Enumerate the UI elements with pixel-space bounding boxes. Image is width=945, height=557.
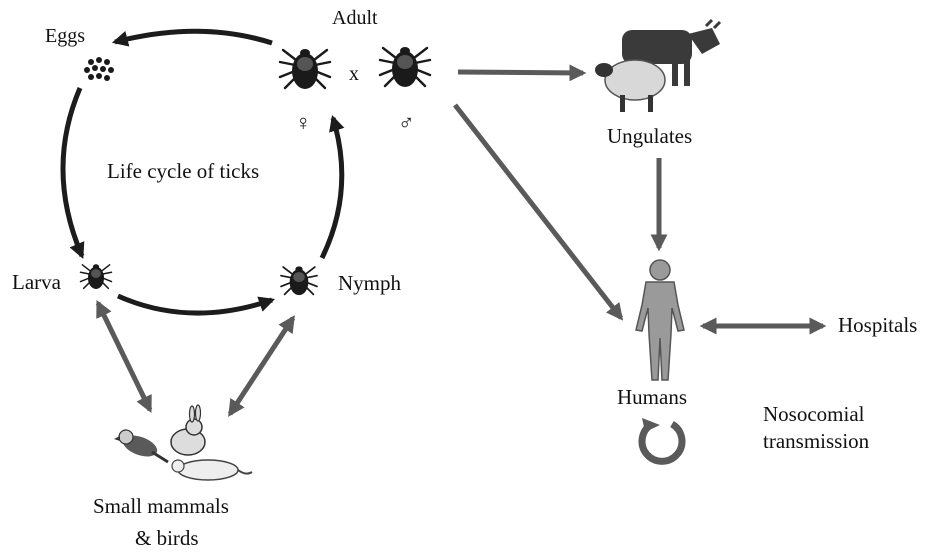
eggs-label: Eggs — [45, 25, 85, 47]
hospitals-label: Hospitals — [838, 313, 917, 337]
arrow-adult-to-ungulates — [457, 64, 587, 82]
small-mammals-birds-icon — [114, 404, 253, 481]
ungulates-icon — [595, 18, 722, 112]
nymph-label: Nymph — [338, 271, 402, 295]
nosocomial-cycle-icon — [638, 418, 686, 465]
adult-label: Adult — [332, 7, 378, 29]
male-tick-icon — [378, 45, 432, 89]
larva-tick-icon — [79, 263, 113, 290]
tick-egg-cluster-icon — [84, 57, 114, 81]
female-tick-icon — [278, 47, 332, 91]
nymph-tick-icon — [280, 265, 318, 296]
arrow-larva-to-nymph — [116, 293, 276, 316]
ungulates-label: Ungulates — [607, 124, 692, 148]
nosocomial-label-line1: Nosocomial — [763, 402, 865, 426]
larva-label: Larva — [12, 270, 62, 294]
host-arrows — [95, 64, 827, 417]
human-figure-icon — [635, 259, 685, 381]
male-symbol: ♂ — [398, 110, 415, 135]
arrow-adult-to-eggs — [111, 28, 273, 47]
arrow-eggs-to-larva — [60, 87, 85, 259]
arrow-adult-to-humans — [453, 103, 624, 321]
humans-label: Humans — [617, 385, 687, 409]
hosts-label-line2: & birds — [135, 526, 199, 550]
arrow-nymph-hosts — [227, 315, 296, 417]
cycle-title: Life cycle of ticks — [107, 159, 259, 183]
arrow-nymph-to-adult — [319, 114, 345, 260]
hosts-label-line1: Small mammals — [93, 494, 229, 518]
arrow-larva-hosts — [95, 299, 153, 414]
cross-symbol: x — [349, 63, 359, 85]
nosocomial-label-line2: transmission — [763, 429, 870, 453]
female-symbol: ♀ — [295, 110, 312, 135]
